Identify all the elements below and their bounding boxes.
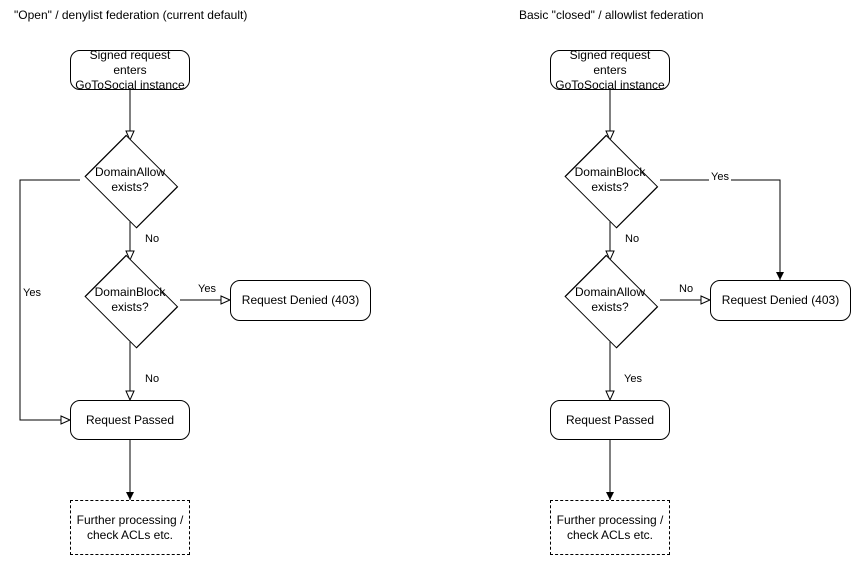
edge-label-domainallow-no-right: No bbox=[677, 283, 696, 296]
node-request-passed-left: Request Passed bbox=[70, 400, 190, 440]
decision-domainallow-exists-left: DomainAllow exists? bbox=[80, 134, 180, 228]
node-signed-request-enters-left: Signed request enters GoToSocial instanc… bbox=[70, 47, 190, 92]
decision-domainblock-exists-left: DomainBlock exists? bbox=[80, 254, 180, 348]
edge-label-domainblock-yes-right: Yes bbox=[709, 171, 731, 184]
node-request-denied-right: Request Denied (403) bbox=[710, 280, 851, 321]
node-label: Request Denied (403) bbox=[721, 293, 840, 307]
node-label: DomainBlock exists? bbox=[574, 165, 646, 194]
decision-domainblock-exists-right: DomainBlock exists? bbox=[560, 134, 660, 228]
node-request-passed-right: Request Passed bbox=[550, 400, 670, 440]
edge-label-domainblock-yes-left: Yes bbox=[196, 283, 218, 296]
edge-label-domainallow-yes-right: Yes bbox=[622, 373, 644, 386]
node-label: Request Denied (403) bbox=[241, 293, 360, 307]
node-label: Further processing / check ACLs etc. bbox=[556, 512, 664, 542]
node-request-denied-left: Request Denied (403) bbox=[230, 280, 371, 321]
node-label: DomainAllow exists? bbox=[574, 285, 646, 314]
node-label: DomainAllow exists? bbox=[94, 165, 166, 194]
node-label: Further processing / check ACLs etc. bbox=[76, 512, 184, 542]
node-label: Signed request enters GoToSocial instanc… bbox=[555, 47, 665, 92]
node-label: DomainBlock exists? bbox=[94, 285, 166, 314]
node-further-processing-right: Further processing / check ACLs etc. bbox=[550, 500, 670, 555]
node-further-processing-left: Further processing / check ACLs etc. bbox=[70, 500, 190, 555]
edge-label-domainallow-yes-left: Yes bbox=[21, 287, 43, 300]
node-label: Request Passed bbox=[85, 412, 175, 427]
node-label: Signed request enters GoToSocial instanc… bbox=[75, 47, 185, 92]
decision-domainallow-exists-right: DomainAllow exists? bbox=[560, 254, 660, 348]
node-label: Request Passed bbox=[565, 412, 655, 427]
edge-label-domainblock-no-right: No bbox=[623, 233, 642, 246]
diagram-title-open-denylist: "Open" / denylist federation (current de… bbox=[14, 8, 248, 22]
edge-label-domainallow-no-left: No bbox=[143, 233, 162, 246]
diagram-title-closed-allowlist: Basic "closed" / allowlist federation bbox=[519, 8, 704, 22]
node-signed-request-enters-right: Signed request enters GoToSocial instanc… bbox=[550, 47, 670, 92]
edge-label-domainblock-no-left: No bbox=[143, 373, 162, 386]
